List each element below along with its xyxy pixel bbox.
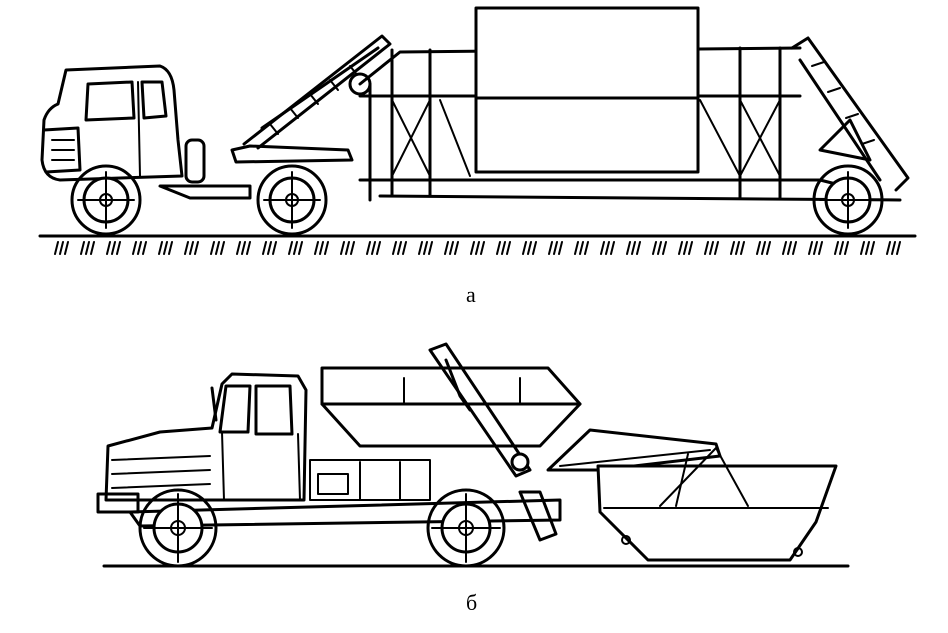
illustration-a: [38, 6, 917, 255]
skip-container: [596, 447, 838, 562]
caption-b: б: [466, 590, 478, 615]
tractor-truck: [40, 64, 252, 236]
semitrailer: [230, 6, 910, 236]
ground-a: [38, 234, 917, 255]
illustration-b: [96, 342, 850, 568]
caption-a: а: [466, 282, 476, 307]
